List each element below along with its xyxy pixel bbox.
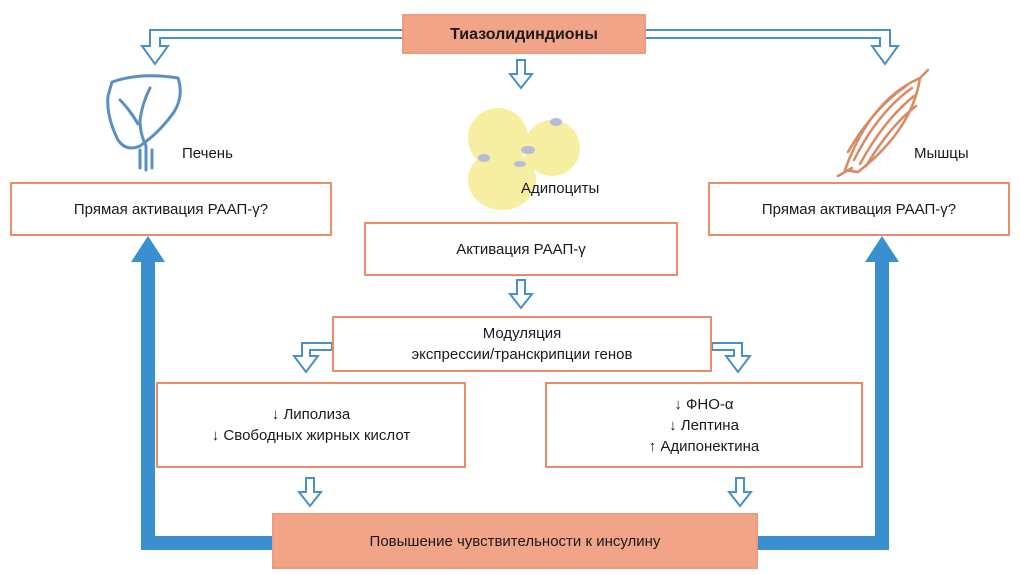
- feedback-arrow-right: [758, 236, 899, 550]
- cytokines-line-3: ↑ Адипонектина: [648, 437, 760, 455]
- muscles-icon: [836, 68, 930, 178]
- arrow-title-to-muscles: [644, 29, 900, 66]
- title-text: Тиазолидиндионы: [450, 25, 598, 43]
- cytokines-box: ↓ ФНО-α ↓ Лептина ↑ Адипонектина: [545, 382, 863, 468]
- modulation-line-2: экспрессии/транскрипции генов: [411, 346, 633, 363]
- modulation-box: Модуляция экспрессии/транскрипции генов: [332, 316, 712, 372]
- insulin-box: Повышение чувствительности к инсулину: [272, 513, 758, 569]
- muscle-activation-box: Прямая активация РААП-γ?: [708, 182, 1010, 236]
- insulin-text: Повышение чувствительности к инсулину: [369, 532, 661, 550]
- arrow-modulation-to-cytokines: [711, 342, 752, 374]
- liver-activation-box: Прямая активация РААП-γ?: [10, 182, 332, 236]
- cytokines-line-2: ↓ Лептина: [669, 416, 739, 434]
- adipocytes-icon: [468, 108, 580, 210]
- arrow-activation-to-modulation: [507, 279, 535, 310]
- arrow-title-to-liver: [140, 29, 406, 66]
- lipolysis-line-2: ↓ Свободных жирных кислот: [211, 427, 411, 444]
- arrow-modulation-to-lipolysis: [292, 342, 333, 374]
- adipocytes-label: Адипоциты: [521, 180, 600, 197]
- lipolysis-line-1: ↓ Липолиза: [271, 406, 351, 423]
- liver-activation-text: Прямая активация РААП-γ?: [73, 200, 269, 218]
- liver-label: Печень: [182, 145, 233, 162]
- liver-icon: [106, 74, 182, 172]
- arrow-cytokines-to-insulin: [726, 477, 754, 508]
- muscle-activation-text: Прямая активация РААП-γ?: [761, 200, 957, 218]
- ppar-activation-box: Активация РААП-γ: [364, 222, 678, 276]
- arrow-title-to-adipocytes: [507, 59, 535, 90]
- ppar-activation-text: Активация РААП-γ: [456, 240, 586, 258]
- muscles-label: Мышцы: [914, 145, 969, 162]
- title-box: Тиазолидиндионы: [402, 14, 646, 54]
- modulation-line-1: Модуляция: [482, 325, 562, 342]
- cytokines-line-1: ↓ ФНО-α: [674, 395, 734, 413]
- arrow-lipolysis-to-insulin: [296, 477, 324, 508]
- lipolysis-box: ↓ Липолиза ↓ Свободных жирных кислот: [156, 382, 466, 468]
- feedback-arrow-left: [131, 236, 272, 550]
